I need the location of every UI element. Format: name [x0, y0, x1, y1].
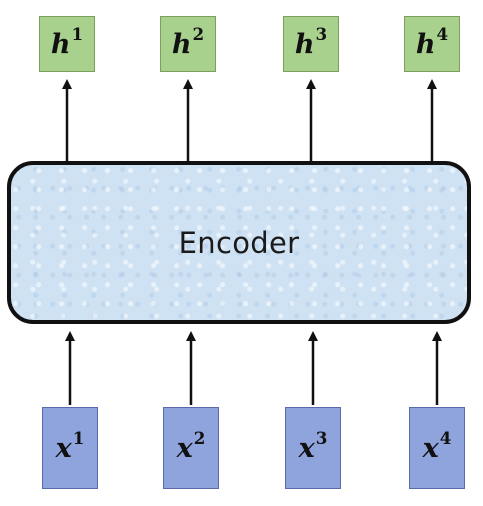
input-superscript: 3 [315, 428, 328, 449]
output-symbol: h [50, 28, 71, 60]
output-symbol: h [294, 28, 315, 60]
encoder-label: Encoder [178, 225, 300, 260]
encoder-block: Encoder [7, 161, 471, 324]
input-symbol: x [176, 432, 193, 464]
output-superscript: 4 [436, 24, 449, 45]
output-superscript: 2 [192, 24, 205, 45]
output-superscript: 1 [71, 24, 84, 45]
input-superscript: 4 [439, 428, 452, 449]
input-superscript: 2 [193, 428, 206, 449]
output-symbol: h [171, 28, 192, 60]
input-symbol: x [422, 432, 439, 464]
output-symbol: h [415, 28, 436, 60]
output-superscript: 3 [315, 24, 328, 45]
input-superscript: 1 [72, 428, 85, 449]
input-symbol: x [298, 432, 315, 464]
input-symbol: x [55, 432, 72, 464]
